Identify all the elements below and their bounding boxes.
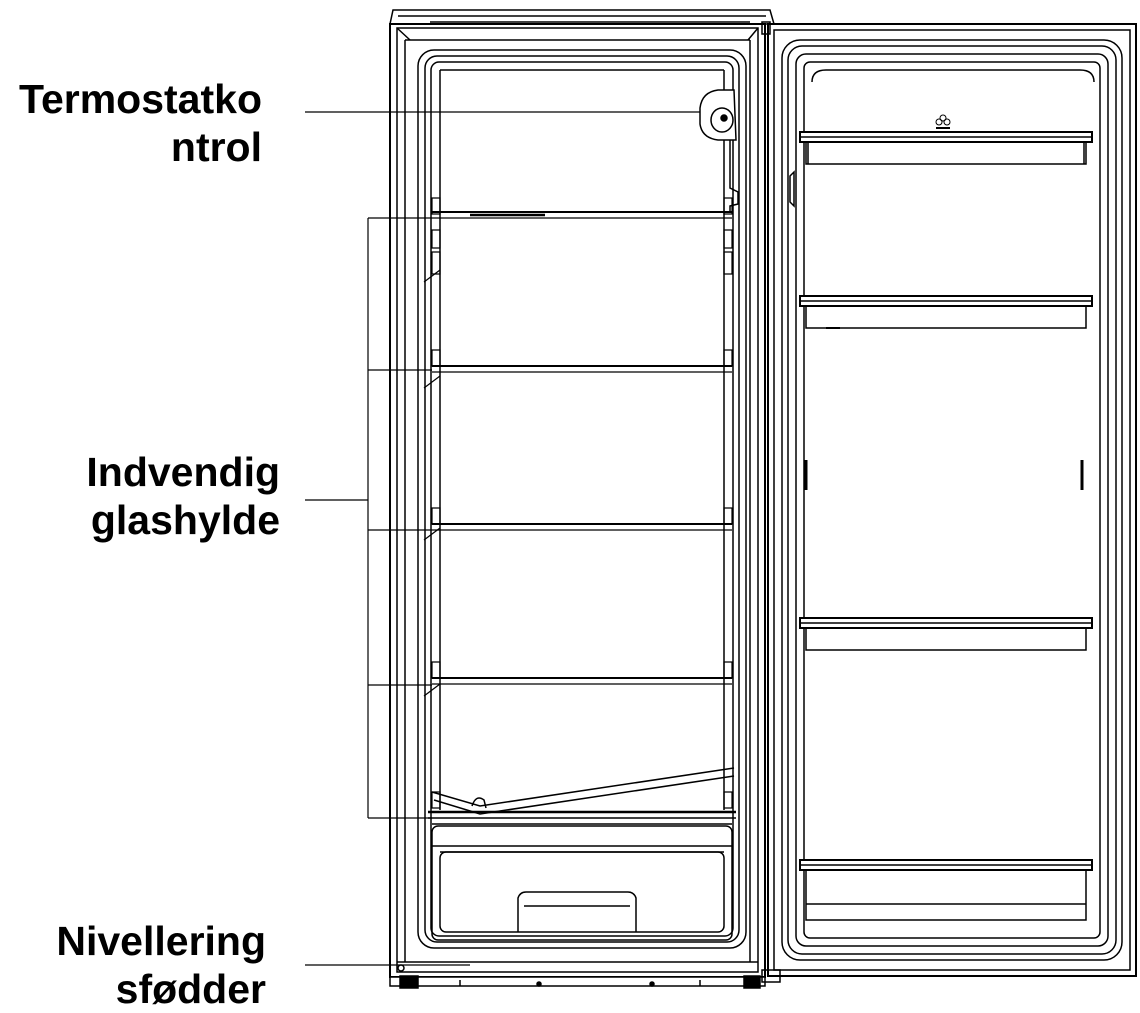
door-liner bbox=[795, 53, 1109, 947]
diag-l4 bbox=[423, 683, 441, 697]
clip-r4 bbox=[723, 661, 733, 679]
clip-l2 bbox=[431, 349, 441, 367]
leveling-foot-right bbox=[743, 975, 761, 989]
door-balcony-2 bbox=[799, 295, 1093, 329]
frame-corner-tl bbox=[396, 27, 411, 41]
door-outer bbox=[767, 23, 1137, 977]
clip-l5 bbox=[431, 791, 441, 809]
cabinet bbox=[389, 9, 775, 978]
diag-l2 bbox=[423, 375, 441, 389]
glass-shelves bbox=[432, 211, 732, 685]
crisper-drawer bbox=[431, 825, 733, 941]
snowflake-icon bbox=[935, 114, 951, 129]
leveling-feet-label: Nivellering sfødder bbox=[56, 917, 266, 1013]
base-dot-2 bbox=[649, 981, 655, 987]
glass-shelf-label: Indvendig glashylde bbox=[86, 448, 280, 544]
clip-r1 bbox=[723, 197, 733, 249]
frame-corner-tr bbox=[747, 27, 759, 41]
leader-lines bbox=[305, 111, 705, 966]
leveling-feet-label-line1: Nivellering bbox=[56, 918, 266, 964]
shelf-supports bbox=[423, 197, 733, 809]
clip-r2 bbox=[723, 349, 733, 367]
thermostat-label: Termostatko ntrol bbox=[19, 75, 262, 171]
door-gasket bbox=[781, 39, 1123, 961]
glass-shelf-1 bbox=[432, 211, 732, 219]
base-plate bbox=[389, 976, 766, 987]
crisper-drawer-body bbox=[431, 825, 733, 941]
inner-liner-2 bbox=[424, 55, 740, 943]
thermostat bbox=[699, 89, 739, 212]
thermostat-label-line2: ntrol bbox=[170, 124, 262, 170]
thermostat-cable bbox=[729, 140, 739, 212]
base-screw bbox=[397, 964, 405, 972]
door-balcony-3 bbox=[799, 617, 1093, 651]
door-balcony-1 bbox=[799, 131, 1093, 165]
inner-liner-3 bbox=[430, 61, 734, 937]
clip-l3 bbox=[431, 507, 441, 525]
thermostat-knob-center bbox=[720, 114, 728, 122]
glass-shelf-2 bbox=[432, 365, 732, 373]
crisper-cover bbox=[428, 767, 736, 825]
crisper-cover-bottom bbox=[433, 775, 735, 815]
glass-shelf-4 bbox=[432, 677, 732, 685]
door-balcony-4 bbox=[799, 859, 1093, 921]
crisper-cover-knob bbox=[471, 797, 487, 809]
door-gasket-2 bbox=[787, 45, 1117, 955]
crisper-drawer-inner bbox=[439, 851, 725, 933]
clip-l4 bbox=[431, 661, 441, 679]
clip-r3 bbox=[723, 507, 733, 525]
door-liner-top-arc bbox=[811, 69, 1095, 83]
glass-shelf-label-line2: glashylde bbox=[90, 497, 280, 543]
diag-l1 bbox=[423, 269, 441, 283]
cabinet-frame bbox=[396, 27, 759, 973]
thermostat-label-line1: Termostatko bbox=[18, 76, 262, 122]
inner-liner bbox=[417, 49, 747, 949]
leveling-feet-label-line2: sfødder bbox=[115, 966, 266, 1012]
cabinet-outer bbox=[389, 23, 766, 978]
open-door bbox=[767, 23, 1137, 977]
door-latch bbox=[789, 170, 795, 208]
clip-r5 bbox=[723, 791, 733, 809]
crisper-cover-top bbox=[431, 767, 735, 807]
base-dot-1 bbox=[536, 981, 542, 987]
door-liner-inner bbox=[803, 61, 1101, 939]
glass-shelf-label-line1: Indvendig bbox=[86, 449, 280, 495]
base bbox=[389, 961, 766, 989]
leveling-foot-left bbox=[399, 975, 419, 989]
door-frame bbox=[773, 29, 1131, 971]
clip-l1 bbox=[431, 197, 441, 249]
glass-shelf-3 bbox=[432, 523, 732, 531]
clip-l1b bbox=[431, 251, 441, 275]
crisper-drawer-handle bbox=[517, 891, 637, 932]
clip-r1b bbox=[723, 251, 733, 275]
top-hinge bbox=[761, 21, 771, 35]
